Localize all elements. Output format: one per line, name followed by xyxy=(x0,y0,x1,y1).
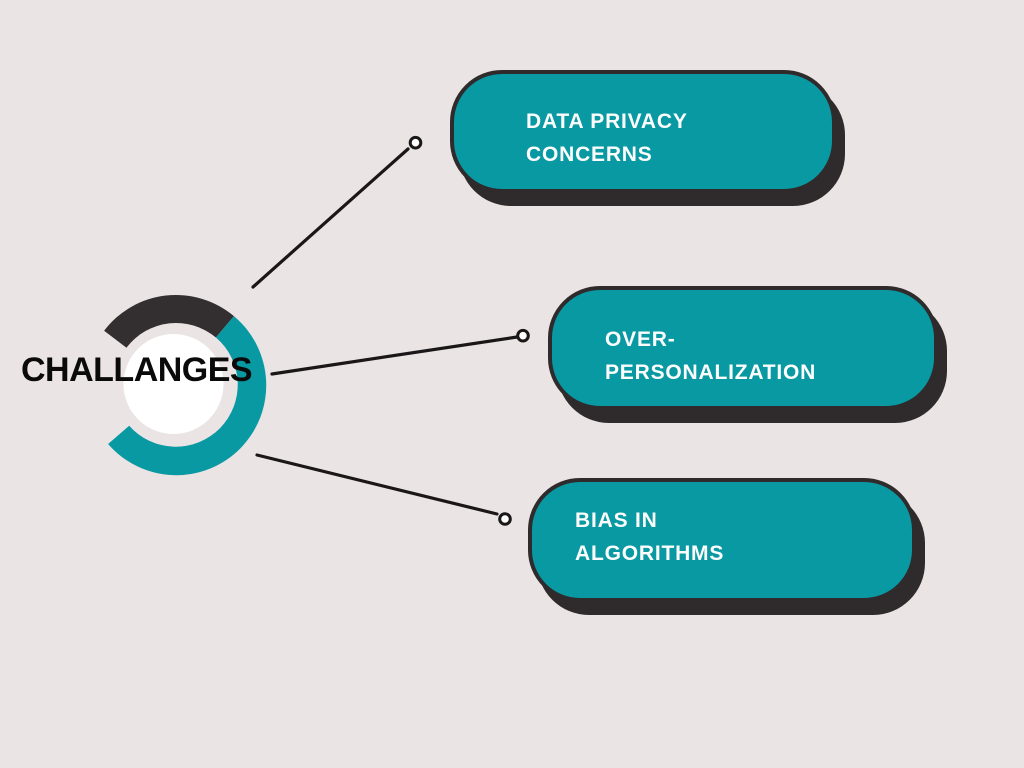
node-label: BIAS IN ALGORITHMS xyxy=(575,504,724,570)
connector-line-data-privacy xyxy=(251,147,410,289)
node-data-privacy-concerns: DATA PRIVACY CONCERNS xyxy=(450,70,836,193)
node-label-line1: OVER- xyxy=(605,328,676,351)
connector-endpoint-dot-1 xyxy=(408,135,423,150)
node-label-line1: BIAS IN xyxy=(575,509,658,532)
node-bias-in-algorithms: BIAS IN ALGORITHMS xyxy=(528,478,916,602)
node-label-line2: CONCERNS xyxy=(526,142,653,166)
node-label-line1: DATA PRIVACY xyxy=(526,109,688,133)
connector-endpoint-dot-3 xyxy=(498,512,512,526)
node-over-personalization: OVER- PERSONALIZATION xyxy=(548,286,938,410)
connector-line-over-personalization xyxy=(270,335,519,376)
diagram-title: CHALLANGES xyxy=(21,351,253,389)
donut-inner-circle xyxy=(123,334,224,434)
node-label: OVER- PERSONALIZATION xyxy=(605,323,816,389)
node-label-line2: PERSONALIZATION xyxy=(605,361,817,384)
connector-line-bias-in-algorithms xyxy=(255,453,499,516)
connector-endpoint-dot-2 xyxy=(516,328,530,343)
node-label-line2: ALGORITHMS xyxy=(575,542,725,565)
node-label: DATA PRIVACY CONCERNS xyxy=(526,105,688,171)
donut-dark-arc xyxy=(104,294,234,348)
donut-teal-arc xyxy=(108,316,267,476)
